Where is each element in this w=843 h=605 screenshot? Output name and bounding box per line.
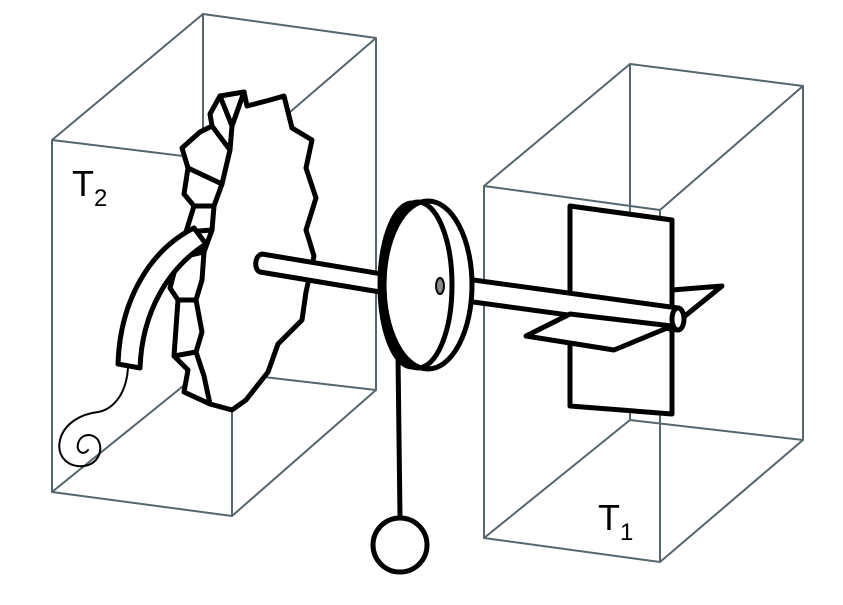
pulley-wheel: [377, 198, 475, 372]
axle-left: [253, 251, 397, 297]
ratchet-gear: [167, 89, 319, 413]
vane-front: [523, 311, 675, 353]
pawl-arm: [115, 225, 209, 371]
label-t1: T1: [598, 497, 633, 546]
spiral-spring: [58, 367, 129, 468]
hanging-weight: [370, 353, 430, 575]
label-t2: T2: [72, 163, 107, 212]
